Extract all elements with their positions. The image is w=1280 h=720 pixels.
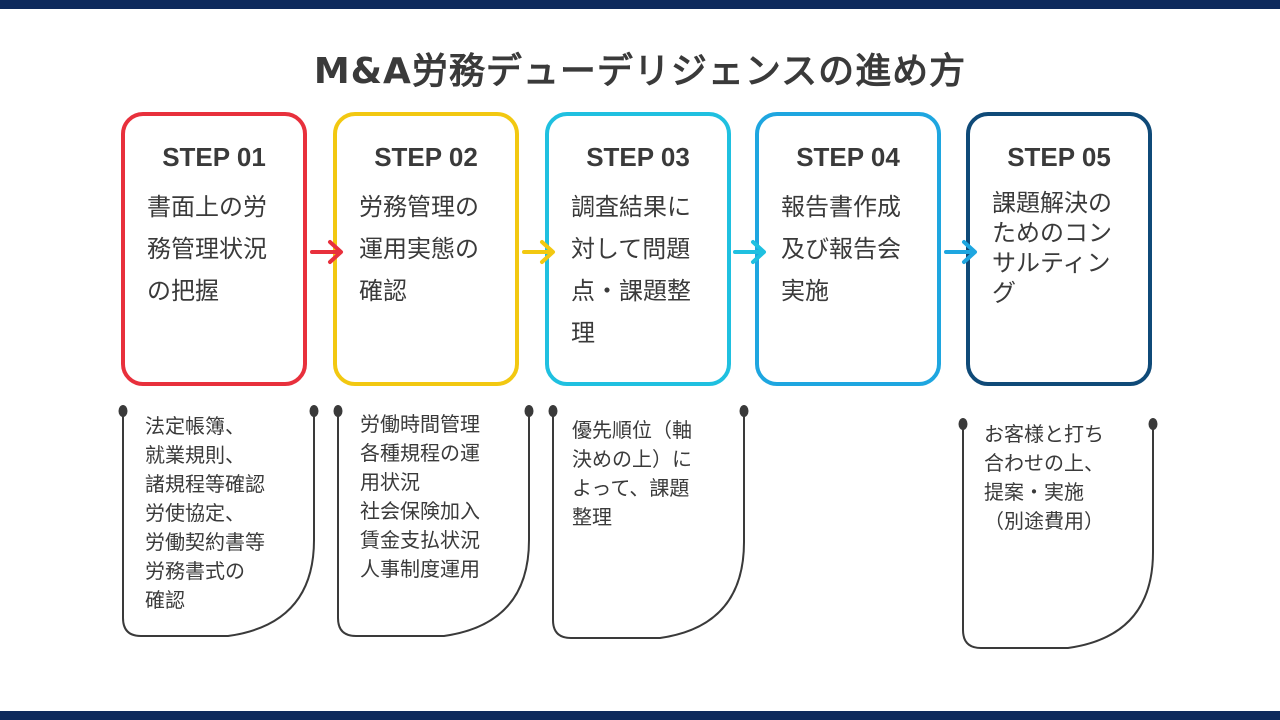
step-03-label: STEP 03 (586, 142, 690, 172)
step-02-box: STEP 02 労務管理の運用実態の確認 (333, 112, 519, 386)
step-05-note: お客様と打ち 合わせの上、 提案・実施 （別途費用） (984, 422, 1104, 533)
step-03-text: 調査結果に対して問題点・課題整理 (571, 193, 691, 347)
top-bar (0, 0, 1280, 9)
step-01-box: STEP 01 書面上の労務管理状況の把握 (121, 112, 307, 386)
step-01-note: 法定帳簿、 就業規則、 諸規程等確認 労使協定、 労働契約書等 労務書式の 確認 (145, 414, 265, 612)
step-05-text: 課題解決のためのコンサルティング (992, 189, 1112, 307)
step-02-text: 労務管理の運用実態の確認 (359, 193, 479, 305)
note-01-right-dot (309, 405, 319, 417)
arrow-right-icon (522, 240, 555, 264)
note-03-bracket (552, 411, 745, 639)
step-05-box: STEP 05 課題解決のためのコンサルティング (966, 112, 1152, 386)
note-01-left-dot (118, 405, 128, 417)
step-04-box: STEP 04 報告書作成及び報告会実施 (755, 112, 941, 386)
bottom-bar (0, 711, 1280, 720)
note-03-left-dot (548, 405, 558, 417)
step-03-box: STEP 03 調査結果に対して問題点・課題整理 (545, 112, 731, 386)
step-02-label: STEP 02 (374, 142, 478, 172)
note-05-bracket (962, 424, 1154, 649)
step-05-label: STEP 05 (1007, 142, 1111, 172)
step-04-text: 報告書作成及び報告会実施 (781, 193, 901, 305)
step-03-note: 優先順位（軸 決めの上）に よって、課題 整理 (572, 418, 692, 529)
note-05-right-dot (1148, 418, 1158, 430)
arrow-right-icon (733, 240, 766, 264)
arrow-right-icon (310, 240, 343, 264)
step-02-note: 労働時間管理 各種規程の運 用状況 社会保険加入 賃金支払状況 人事制度運用 (360, 412, 480, 581)
note-02-bracket (337, 411, 530, 637)
note-05-left-dot (958, 418, 968, 430)
note-03-right-dot (739, 405, 749, 417)
step-01-text: 書面上の労務管理状況の把握 (147, 193, 267, 305)
page-title: M&A労務デューデリジェンスの進め方 (313, 51, 967, 92)
step-04-label: STEP 04 (796, 142, 900, 172)
note-02-right-dot (524, 405, 534, 417)
note-02-left-dot (333, 405, 343, 417)
note-01-bracket (122, 411, 315, 637)
step-01-label: STEP 01 (162, 142, 266, 172)
arrow-right-icon (944, 240, 977, 264)
